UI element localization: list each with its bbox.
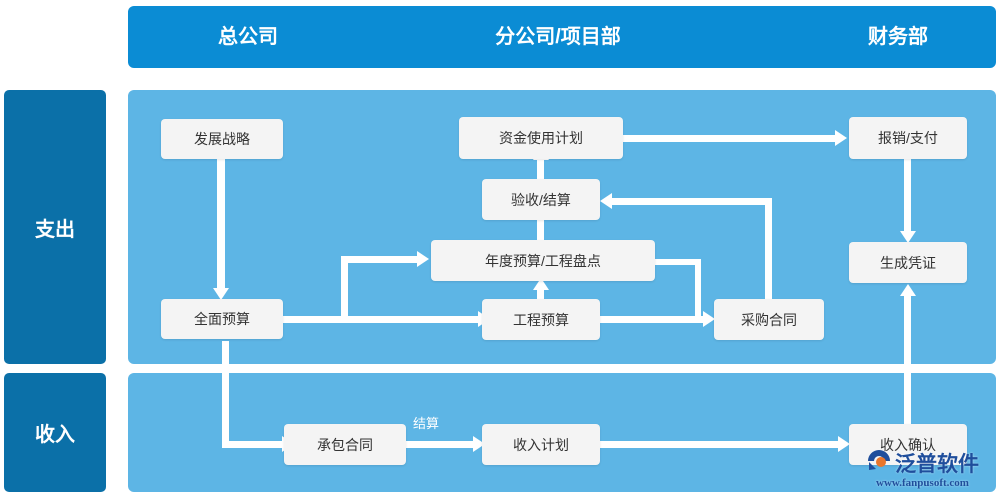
connector-overall-budget-to-project-budget (282, 316, 478, 323)
connector-overall-budget-to-contracting-h (222, 441, 282, 448)
node-contracting-contract-label: 承包合同 (317, 436, 373, 453)
edge-label-settlement: 结算 (413, 416, 440, 431)
node-fund-use-plan[interactable]: 资金使用计划 (459, 117, 623, 159)
connector-annual-budget-to-purchase-h (655, 259, 701, 265)
category-tab-income-label: 收入 (35, 424, 75, 446)
connector-reimburse-to-voucher (904, 159, 911, 231)
node-generate-voucher-label: 生成凭证 (880, 254, 936, 271)
node-development-strategy-label: 发展战略 (194, 131, 250, 147)
node-annual-budget-project-inventory-label: 年度预算/工程盘点 (485, 252, 601, 269)
node-income-plan[interactable]: 收入计划 (482, 424, 600, 465)
node-income-confirmation-label: 收入确认 (880, 436, 936, 453)
category-tab-expense[interactable]: 支出 (4, 90, 106, 364)
arrowhead-project-budget-to-purchase (703, 311, 715, 327)
arrowhead-strategy-to-overall-budget (213, 288, 229, 300)
arrowhead-purchase-to-acceptance (600, 193, 612, 209)
arrowhead-project-budget-to-annual-budget (533, 278, 549, 290)
connector-fund-plan-to-reimburse (623, 135, 835, 142)
arrowhead-income-confirm-to-voucher (900, 284, 916, 296)
header-column-branch-project: 分公司/项目部 (495, 26, 621, 48)
connector-overall-budget-to-contracting-v (222, 341, 229, 445)
connector-purchase-to-acceptance-h (612, 198, 772, 205)
node-income-plan-label: 收入计划 (513, 436, 569, 453)
node-purchase-contract-label: 采购合同 (741, 311, 797, 328)
node-project-budget[interactable]: 工程预算 (482, 299, 600, 340)
node-development-strategy[interactable]: 发展战略 (161, 119, 283, 159)
node-project-budget-label: 工程预算 (513, 311, 569, 328)
node-reimbursement-payment[interactable]: 报销/支付 (849, 117, 967, 159)
connector-annual-budget-to-acceptance (537, 219, 544, 244)
node-reimbursement-payment-label: 报销/支付 (878, 130, 938, 146)
connector-acceptance-to-fund-plan (537, 160, 544, 184)
category-tab-income[interactable]: 收入 (4, 373, 106, 492)
header-column-head-office: 总公司 (218, 26, 278, 48)
connector-strategy-to-overall-budget (217, 158, 225, 288)
node-contracting-contract[interactable]: 承包合同 (284, 424, 406, 465)
connector-income-plan-to-income-confirm (600, 441, 838, 448)
category-tab-expense-label: 支出 (35, 218, 75, 241)
connector-income-confirm-to-voucher (904, 296, 911, 424)
node-acceptance-settlement-label: 验收/结算 (511, 191, 571, 208)
node-income-confirmation[interactable]: 收入确认 (849, 424, 967, 465)
connector-purchase-to-acceptance-v (765, 198, 772, 299)
arrowhead-fund-plan-to-reimburse (835, 130, 847, 146)
node-acceptance-settlement[interactable]: 验收/结算 (482, 179, 600, 220)
node-overall-budget[interactable]: 全面预算 (161, 299, 283, 339)
connector-overall-budget-branch-h2 (341, 256, 417, 263)
node-annual-budget-project-inventory[interactable]: 年度预算/工程盘点 (431, 240, 655, 281)
connector-project-budget-to-purchase (599, 316, 703, 323)
node-overall-budget-label: 全面预算 (194, 311, 250, 327)
department-header-bar: 总公司 分公司/项目部 财务部 (128, 6, 996, 68)
connector-annual-budget-to-purchase-v (695, 259, 701, 317)
connector-overall-budget-branch-v (341, 256, 348, 323)
arrowhead-income-plan-to-income-confirm (838, 436, 850, 452)
header-column-finance: 财务部 (868, 26, 928, 48)
arrowhead-reimburse-to-voucher (900, 231, 916, 243)
node-fund-use-plan-label: 资金使用计划 (499, 130, 583, 146)
node-generate-voucher[interactable]: 生成凭证 (849, 242, 967, 283)
node-purchase-contract[interactable]: 采购合同 (714, 299, 824, 340)
arrowhead-overall-budget-to-annual-budget (417, 251, 429, 267)
connector-contracting-to-income-plan (405, 441, 473, 448)
